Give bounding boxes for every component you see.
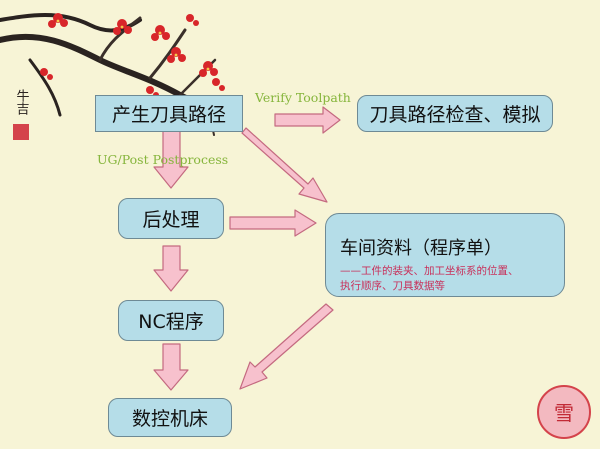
arrow-postprocess-to-documents xyxy=(229,209,317,237)
arrow-generate-to-verify xyxy=(274,106,341,134)
node-generate-toolpath[interactable]: 产生刀具路径 xyxy=(95,95,243,132)
arrow-postprocess-to-nc xyxy=(153,245,189,292)
edge-label-post: UG/Post Postprocess xyxy=(97,152,229,167)
arrow-documents-to-machine xyxy=(239,303,334,390)
artist-seal-left: 牛吉 xyxy=(13,89,30,140)
node-cnc-machine[interactable]: 数控机床 xyxy=(108,398,232,437)
node-postprocess[interactable]: 后处理 xyxy=(118,198,224,239)
artist-seal-right: 雪 xyxy=(537,385,591,439)
seal-left-text: 牛吉 xyxy=(14,89,30,115)
shop-documents-detail-1: ——工件的装夹、加工坐标系的位置、 xyxy=(340,265,519,277)
seal-right-text: 雪 xyxy=(554,401,574,425)
arrow-generate-to-documents xyxy=(241,127,328,203)
node-nc-program[interactable]: NC程序 xyxy=(118,300,224,341)
arrow-nc-to-machine xyxy=(153,343,189,391)
shop-documents-title: 车间资料（程序单） xyxy=(340,238,502,259)
shop-documents-detail-2: 执行顺序、刀具数据等 xyxy=(340,280,445,292)
node-shop-documents[interactable]: 车间资料（程序单） ——工件的装夹、加工坐标系的位置、 执行顺序、刀具数据等 xyxy=(325,213,565,297)
arrow-generate-to-postprocess xyxy=(153,130,189,189)
node-verify-simulate[interactable]: 刀具路径检查、模拟 xyxy=(357,95,553,132)
edge-label-verify: Verify Toolpath xyxy=(255,90,351,105)
